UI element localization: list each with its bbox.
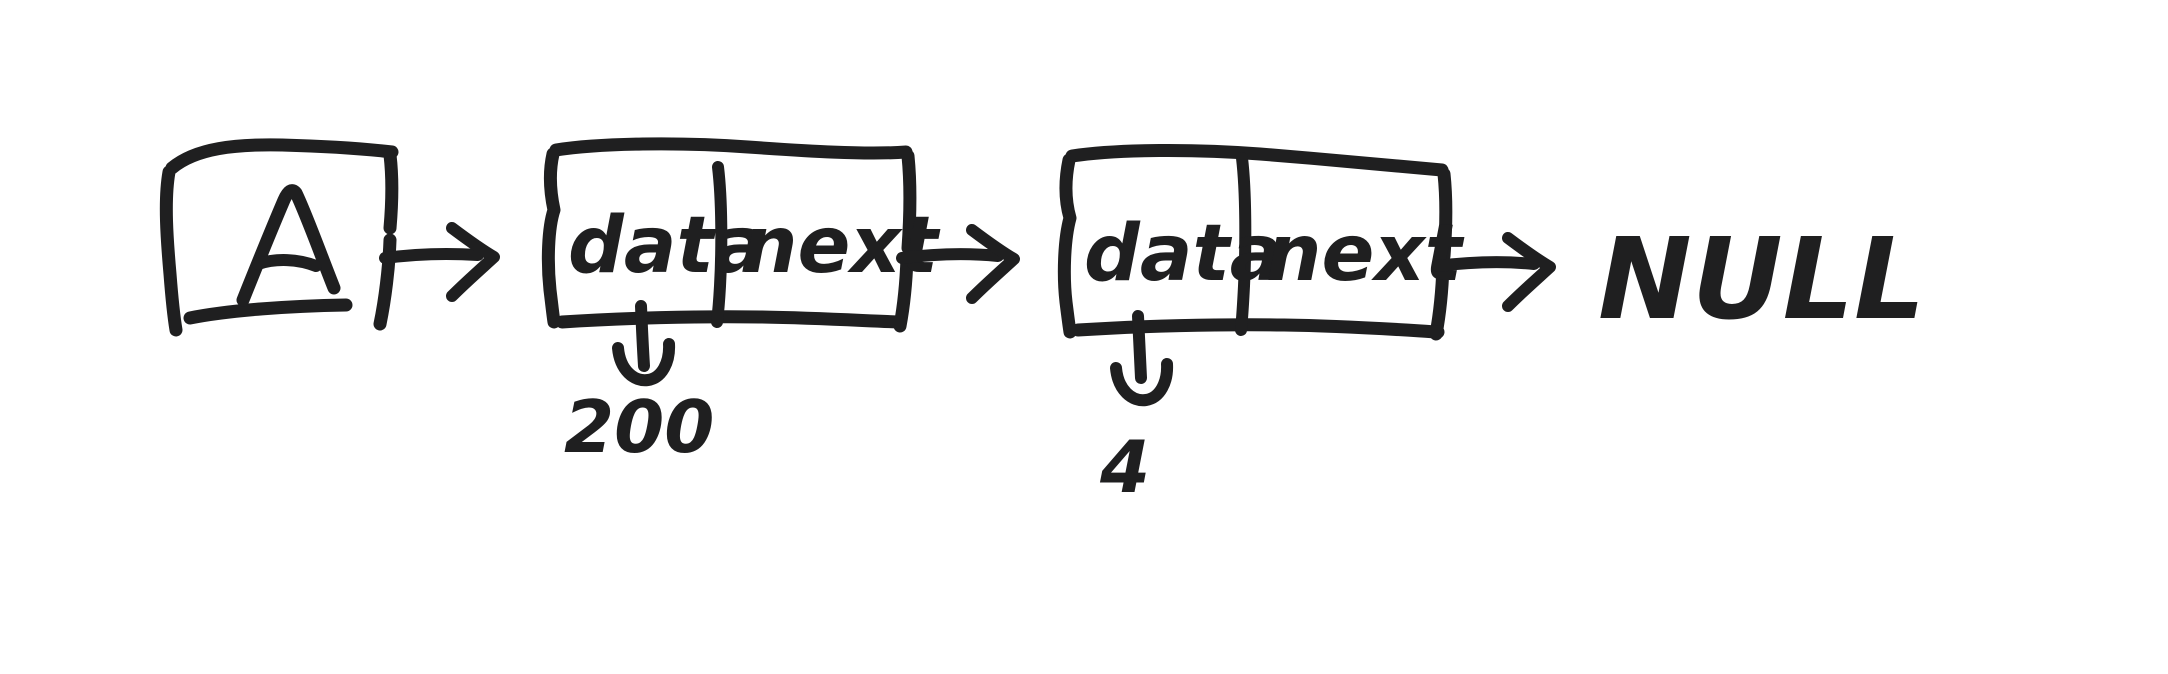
node-0-value-arrow-icon <box>612 300 676 387</box>
node-0-data-value: 200 <box>564 385 714 469</box>
pointer-box-label-A <box>236 184 341 307</box>
arrow-node0-to-node1 <box>896 224 1020 304</box>
node-1[interactable] <box>1057 143 1453 341</box>
node-1-data-value: 4 <box>1099 425 1150 509</box>
node-1-next-label: next <box>1266 209 1465 299</box>
node-1-data-label: data <box>1084 209 1282 299</box>
node-0[interactable] <box>541 137 917 333</box>
pointer-box-A[interactable] <box>159 138 399 337</box>
arrow-node1-to-null <box>1432 232 1556 312</box>
node-0-data-label: data <box>568 201 766 291</box>
node-0-next-label: next <box>742 201 941 291</box>
node-1-value-arrow-icon <box>1110 310 1174 407</box>
arrow-pointer-to-node0 <box>379 222 500 302</box>
terminator-null-label: NULL <box>1598 215 1925 345</box>
